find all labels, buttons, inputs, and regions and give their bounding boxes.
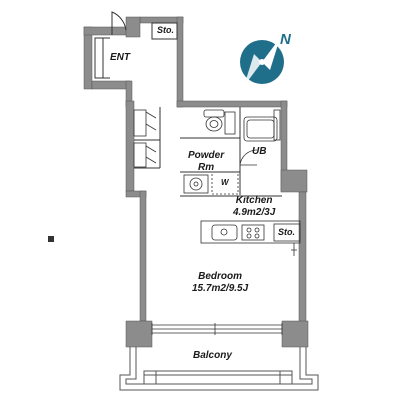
wall-ent-left xyxy=(83,26,93,90)
powder-room-label: Powder Rm xyxy=(188,150,225,173)
wall-ent-top xyxy=(83,26,127,36)
toilet xyxy=(203,109,236,135)
washer-box xyxy=(211,171,239,195)
compass-north-label: N xyxy=(280,31,291,48)
walls xyxy=(83,16,309,348)
entrance-fixtures xyxy=(94,11,178,79)
wall-bedroom-right xyxy=(298,191,307,323)
unit-bath-label: UB xyxy=(252,146,267,157)
bedroom-label: Bedroom 15.7m2/9.5J xyxy=(192,271,249,294)
compass-icon xyxy=(240,38,284,86)
unit-bath-fixtures xyxy=(243,109,281,142)
outlet-mark xyxy=(48,236,54,242)
storage-kitchen-label: Sto. xyxy=(278,227,295,237)
wall-top-mid xyxy=(176,100,288,108)
balcony-railing xyxy=(119,347,319,391)
washer-label: W xyxy=(221,178,229,187)
wall-column-top xyxy=(125,16,141,38)
wall-column-right xyxy=(280,169,308,193)
column-right xyxy=(281,320,309,348)
column-left xyxy=(125,320,153,348)
washbasin xyxy=(183,174,209,194)
balcony-label: Balcony xyxy=(193,350,232,361)
entrance-label: ENT xyxy=(110,52,130,63)
closet-doors xyxy=(133,109,157,168)
kitchen-counter xyxy=(200,220,301,244)
kitchen-label: Kitchen 4.9m2/3J xyxy=(233,195,276,218)
wall-corridor-left xyxy=(125,100,135,192)
right-door-mark xyxy=(291,243,297,256)
storage-top-label: Sto. xyxy=(157,25,174,35)
wall-right-upper xyxy=(176,16,184,108)
wall-sto-top xyxy=(139,16,184,24)
wall-bedroom-left xyxy=(139,190,147,322)
powder-door xyxy=(239,149,258,166)
wall-ent-bottom xyxy=(91,80,131,90)
partitions xyxy=(134,107,282,197)
balcony-sash xyxy=(151,323,283,335)
